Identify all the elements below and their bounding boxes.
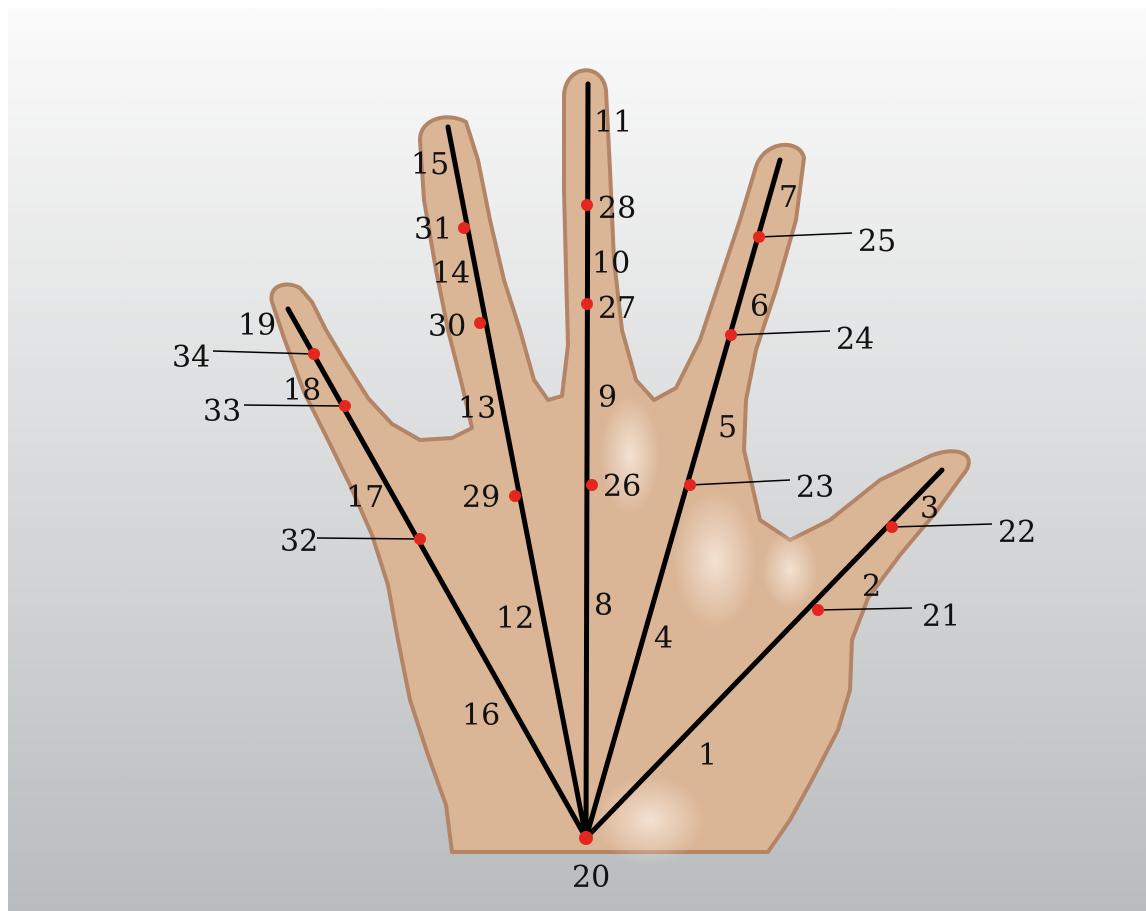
point-20 [579,831,593,845]
label-point-32: 32 [280,524,318,559]
label-point-21: 21 [922,599,960,634]
label-little-segment-17: 17 [346,480,384,515]
label-ring-segment-15: 15 [411,147,449,182]
point-33 [339,400,351,412]
skin-highlight [762,530,818,610]
label-thumb-segment-3: 3 [920,491,939,526]
label-point-25: 25 [858,224,896,259]
point-30 [474,317,486,329]
leader-line-25 [758,232,853,238]
label-point-31: 31 [414,212,452,247]
point-31 [458,222,470,234]
label-index-segment-5: 5 [718,410,737,445]
label-index-segment-6: 6 [750,289,769,324]
label-ring-segment-12: 12 [496,601,534,636]
point-23 [684,479,696,491]
little-finger-line [285,306,589,841]
point-25 [753,231,765,243]
label-middle-segment-8: 8 [594,588,613,623]
label-little-segment-18: 18 [283,373,321,408]
label-origin: 20 [572,860,610,895]
label-point-33: 33 [203,394,241,429]
label-little-segment-16: 16 [462,698,500,733]
thumb-line [583,467,945,841]
label-point-23: 23 [796,470,834,505]
leader-line-22 [891,523,993,528]
leader-line-32 [316,537,421,540]
label-point-30: 30 [428,309,466,344]
label-point-26: 26 [603,469,641,504]
leader-line-34 [212,350,315,355]
label-index-segment-7: 7 [779,180,798,215]
point-27 [581,298,593,310]
landmark-points [308,199,898,845]
leader-line-24 [730,330,831,336]
landmark-labels: 20 1 2 3 4 5 6 7 8 9 10 11 12 13 14 15 1… [172,105,1036,895]
ring-finger-line [445,124,589,841]
skin-highlight [595,775,705,865]
label-ring-segment-13: 13 [458,391,496,426]
label-middle-segment-11: 11 [594,105,632,140]
skin-highlight [673,490,757,630]
middle-finger-line [583,81,591,841]
point-34 [308,348,320,360]
label-point-24: 24 [836,322,874,357]
leader-line-33 [243,404,346,407]
label-point-22: 22 [998,515,1036,550]
point-21 [812,604,824,616]
point-24 [725,329,737,341]
index-finger-line [583,157,783,841]
point-32 [414,533,426,545]
label-little-segment-19: 19 [238,308,276,343]
label-middle-segment-10: 10 [592,246,630,281]
label-point-34: 34 [172,340,210,375]
label-thumb-segment-1: 1 [698,738,717,773]
leader-line-23 [689,479,791,486]
point-28 [581,199,593,211]
label-thumb-segment-2: 2 [862,569,881,604]
label-ring-segment-14: 14 [432,256,470,291]
label-index-segment-4: 4 [654,621,673,656]
label-middle-segment-9: 9 [598,380,617,415]
leader-line-21 [817,607,913,611]
label-point-28: 28 [598,191,636,226]
skin-highlight [600,395,660,515]
point-29 [509,490,521,502]
point-22 [886,521,898,533]
label-point-29: 29 [462,480,500,515]
leader-lines [212,232,993,611]
point-26 [586,479,598,491]
label-point-27: 27 [598,291,636,326]
